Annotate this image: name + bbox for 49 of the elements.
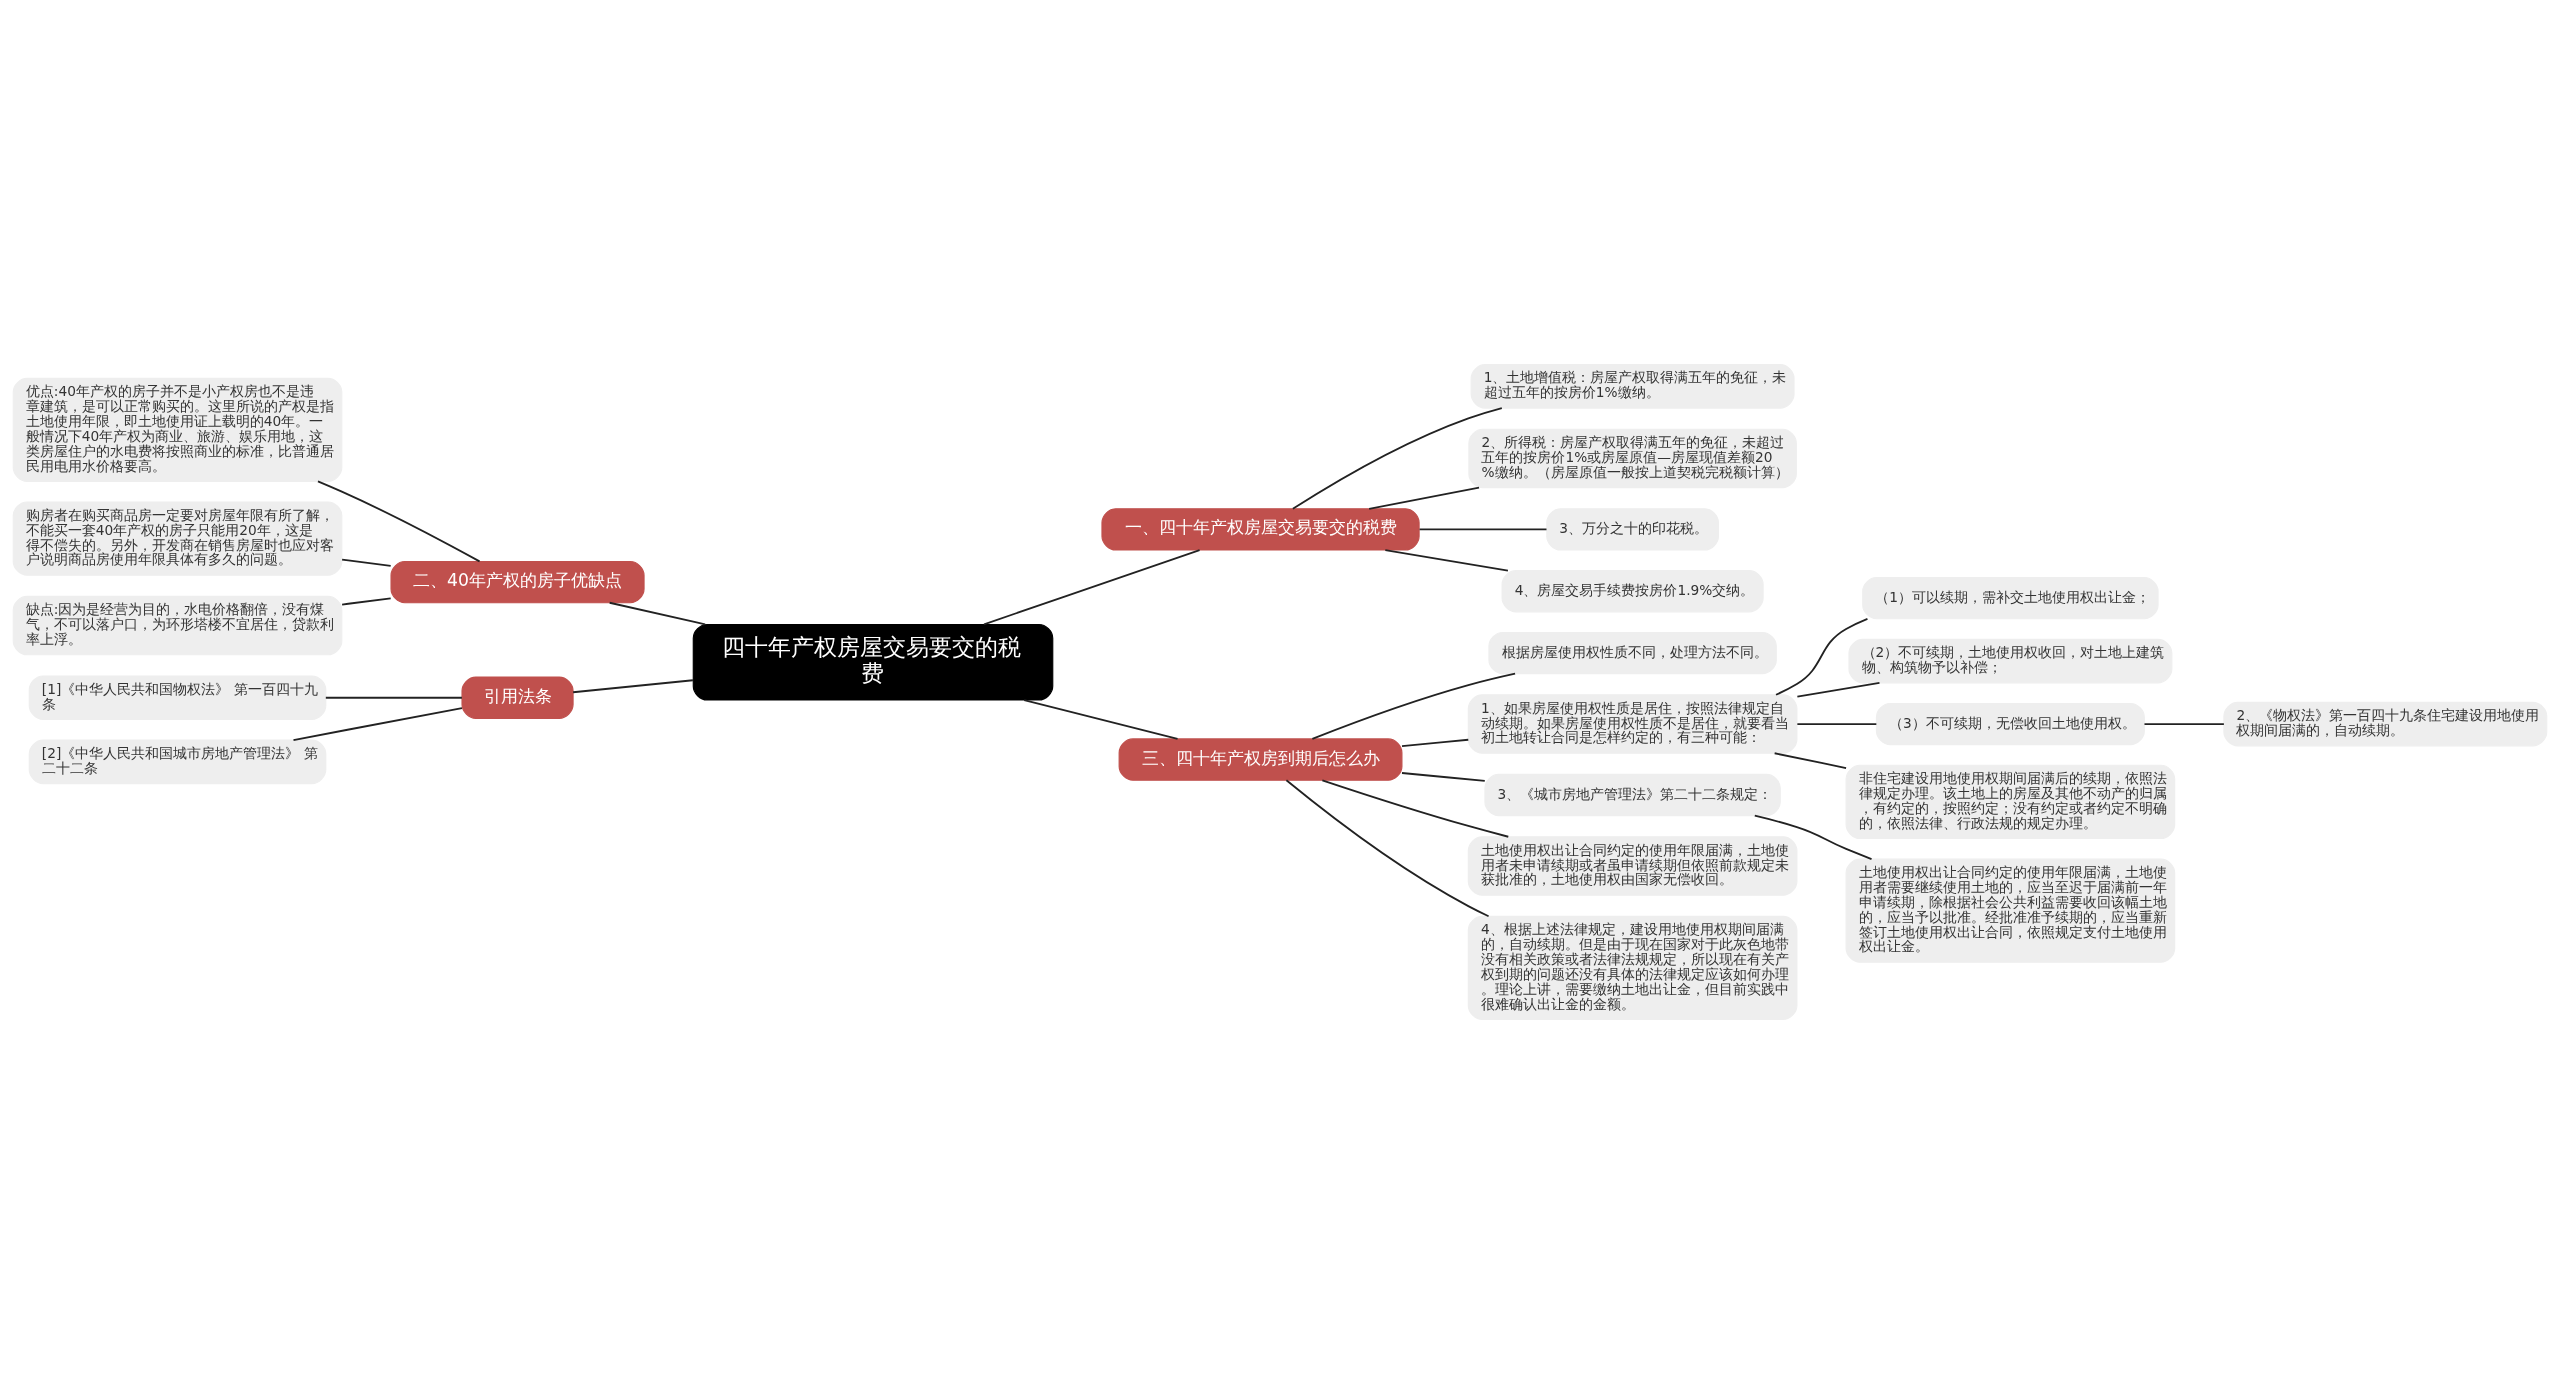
node-box: 土地使用权出让合同约定的使用年限届满，土地使用者需要继续使用土地的，应当至迟于届满前一年申请续期，除根据社会公共利益需要收回该幅土地的，应当予以批准。经批准准予续期的，应当重新签订土地使用权出让合同，依照规定支付土地使用权出让金。 bbox=[1845, 858, 2176, 963]
node-box: 4、根据上述法律规定，建设用地使用权期间届满的，自动续期。但是由于现在国家对于此灰色地带没有相关政策或者法律法规规定，所以现在有关产权到期的问题还没有具体的法律规定应该如何办理。理论上讲，需要缴纳土地出让金，但目前实践中很难确认出让金的金额。 bbox=[1467, 915, 1798, 1020]
node-box: [1]《中华人民共和国物权法》 第一百四十九条 bbox=[28, 675, 327, 721]
connector bbox=[2143, 723, 2225, 725]
node-box: （1）可以续期，需补交土地使用权出让金； bbox=[1862, 576, 2159, 620]
connector bbox=[1291, 407, 1503, 510]
node-box: 1、如果房屋使用权性质是居住，按照法律规定自动续期。如果房屋使用权性质不是居住，就要看当初土地转让合同是怎样约定的，有三种可能： bbox=[1467, 694, 1798, 754]
node-box: 根据房屋使用权性质不同，处理方法不同。 bbox=[1488, 631, 1777, 675]
node-box: 缺点:因为是经营为目的，水电价格翻倍，没有煤气，不可以落户口，为环形塔楼不宜居住，贷款利率上浮。 bbox=[12, 595, 343, 656]
connector bbox=[1796, 723, 1878, 725]
connector bbox=[572, 679, 694, 694]
node-box: （3）不可续期，无偿收回土地使用权。 bbox=[1875, 702, 2145, 746]
node-box: 三、四十年产权房到期后怎么办 bbox=[1118, 738, 1403, 781]
node-box: （2）不可续期，土地使用权收回，对土地上建筑物、构筑物予以补偿； bbox=[1848, 638, 2173, 684]
connector bbox=[1753, 814, 1873, 860]
connector bbox=[983, 549, 1201, 626]
connector bbox=[324, 696, 463, 699]
node-box: 二、40年产权的房子优缺点 bbox=[390, 560, 645, 604]
node-box: 非住宅建设用地使用权期间届满后的续期，依照法律规定办理。该土地上的房屋及其他不动产的归属，有约定的，按照约定；没有约定或者约定不明确的，依照法律、行政法规的规定办理。 bbox=[1845, 764, 2176, 840]
node-box: 引用法条 bbox=[461, 676, 574, 719]
node-box: 2、所得税：房屋产权取得满五年的免征，未超过五年的按房价1%或房屋原值—房屋现值差额20%缴纳。（房屋原值一般按上道契税完税额计算） bbox=[1468, 428, 1797, 489]
connector bbox=[1401, 772, 1486, 782]
node-box: 4、房屋交易手续费按房价1.9%交纳。 bbox=[1501, 570, 1764, 613]
connector bbox=[292, 707, 463, 741]
connector bbox=[1773, 752, 1847, 769]
connector bbox=[1796, 681, 1881, 698]
node-box: 一、四十年产权房屋交易要交的税费 bbox=[1101, 508, 1420, 551]
connector bbox=[1311, 672, 1516, 740]
connector bbox=[341, 558, 392, 567]
connector bbox=[1401, 738, 1470, 747]
connector bbox=[1418, 528, 1548, 531]
connector bbox=[1023, 699, 1179, 740]
node-box: 土地使用权出让合同约定的使用年限届满，土地使用者未申请续期或者虽申请续期但依照前款规定未获批准的，土地使用权由国家无偿收回。 bbox=[1467, 836, 1798, 896]
connector bbox=[1285, 779, 1490, 918]
connector bbox=[317, 480, 481, 563]
connector bbox=[608, 601, 707, 626]
connector bbox=[341, 597, 392, 606]
node-box: 3、万分之十的印花税。 bbox=[1546, 508, 1720, 551]
node-box: 1、土地增值税：房屋产权取得满五年的免征，未超过五年的按房价1%缴纳。 bbox=[1470, 364, 1795, 409]
node-box: 优点:40年产权的房子并不是小产权房也不是违章建筑，是可以正常购买的。这里所说的产权是指土地使用年限，即土地使用证上载明的40年。一般情况下40年产权为商业、旅游、娱乐用地，这类房屋住户的水电费将按照商业的标准，比普通居民用电用水价格要高。 bbox=[12, 377, 343, 482]
node-box: 2、《物权法》第一百四十九条住宅建设用地使用权期间届满的，自动续期。 bbox=[2223, 701, 2548, 747]
connector bbox=[1384, 549, 1509, 572]
connector bbox=[1368, 486, 1480, 510]
node-box: 购房者在购买商品房一定要对房屋年限有所了解，不能买一套40年产权的房子只能用20年，这是得不偿失的。另外，开发商在销售房屋时也应对客户说明商品房使用年限具体有多久的问题。 bbox=[12, 501, 343, 576]
connector bbox=[1321, 779, 1510, 838]
node-box: 四十年产权房屋交易要交的税费 bbox=[692, 623, 1054, 701]
node-box: 3、《城市房地产管理法》第二十二条规定： bbox=[1484, 773, 1781, 817]
connector bbox=[1775, 617, 1869, 696]
node-box: [2]《中华人民共和国城市房地产管理法》 第二十二条 bbox=[28, 739, 327, 785]
